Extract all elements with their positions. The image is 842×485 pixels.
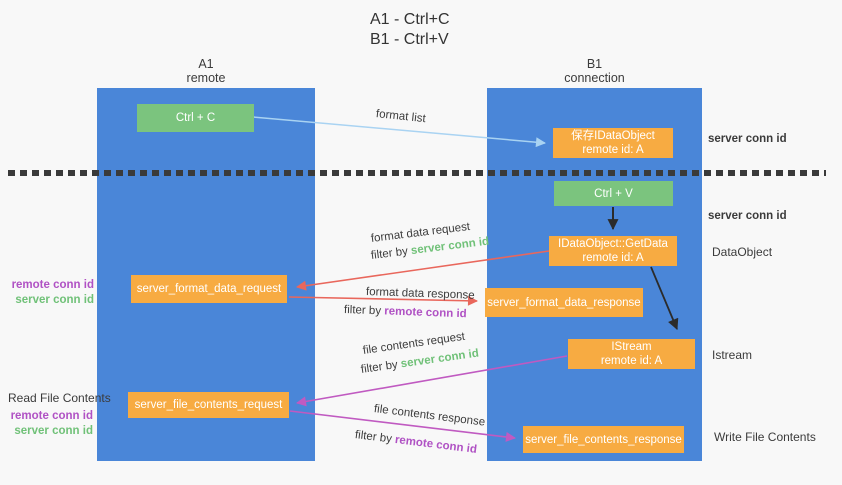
label-server-conn-id-top: server conn id (708, 133, 787, 145)
filter-by-text: filter by (370, 245, 409, 262)
left-panel-name: A1 (198, 57, 214, 71)
label-server-conn-id: server conn id (15, 294, 94, 306)
right-panel-subtitle: connection (564, 71, 625, 85)
node-server-format-data-response: server_format_data_response (485, 288, 643, 317)
title-line-2: B1 - Ctrl+V (370, 31, 449, 48)
remote-conn-id-text: remote conn id (384, 305, 467, 321)
diagram-title: A1 - Ctrl+C B1 - Ctrl+V (370, 10, 450, 50)
filter-by-text: filter by (354, 429, 393, 446)
right-panel-header: B1 connection (487, 57, 702, 85)
label-filter-remote-2: filter by remote conn id (354, 429, 477, 456)
left-conn-id-group-bottom: remote conn id server conn id (0, 409, 93, 439)
remote-conn-id-text: remote conn id (394, 433, 478, 456)
label-format-list: format list (375, 108, 427, 126)
label-read-file-contents: Read File Contents (8, 391, 111, 405)
filter-by-text: filter by (343, 304, 382, 318)
server-conn-id-text: server conn id (400, 347, 480, 371)
left-conn-id-group-mid: remote conn id server conn id (0, 278, 94, 308)
label-filter-remote-1: filter by remote conn id (344, 304, 467, 320)
left-panel-header: A1 remote (97, 57, 315, 85)
node-idataobject-getdata: IDataObject::GetData remote id: A (549, 236, 677, 266)
node-getdata-subtitle: remote id: A (582, 252, 644, 264)
label-server-conn-id: server conn id (14, 425, 93, 437)
right-panel-name: B1 (586, 57, 603, 71)
label-format-data-response: format data response (365, 286, 475, 302)
dotted-divider-line (8, 170, 826, 176)
left-panel-subtitle: remote (186, 71, 226, 85)
label-dataobject: DataObject (712, 245, 773, 259)
node-server-format-data-request: server_format_data_request (131, 275, 287, 303)
node-save-idataobject-subtitle: remote id: A (582, 144, 644, 156)
node-server-file-contents-response: server_file_contents_response (523, 426, 684, 453)
node-save-idataobject-title: 保存IDataObject (571, 130, 655, 142)
label-server-conn-id-mid: server conn id (708, 210, 787, 222)
node-getdata-title: IDataObject::GetData (558, 238, 668, 250)
label-file-contents-response: file contents response (373, 403, 486, 429)
node-istream: IStream remote id: A (568, 339, 695, 369)
label-istream: Istream (712, 348, 753, 362)
node-istream-title: IStream (611, 341, 652, 353)
label-write-file-contents: Write File Contents (714, 430, 816, 444)
title-line-1: A1 - Ctrl+C (370, 11, 450, 28)
node-ctrl-v: Ctrl + V (554, 181, 673, 206)
label-remote-conn-id: remote conn id (10, 410, 93, 422)
node-server-file-contents-request: server_file_contents_request (128, 392, 289, 418)
node-ctrl-c: Ctrl + C (137, 104, 254, 132)
filter-by-text: filter by (360, 358, 399, 376)
node-save-idataobject: 保存IDataObject remote id: A (553, 128, 673, 158)
label-remote-conn-id: remote conn id (11, 279, 94, 291)
server-conn-id-text: server conn id (410, 235, 490, 258)
node-istream-subtitle: remote id: A (600, 355, 663, 367)
